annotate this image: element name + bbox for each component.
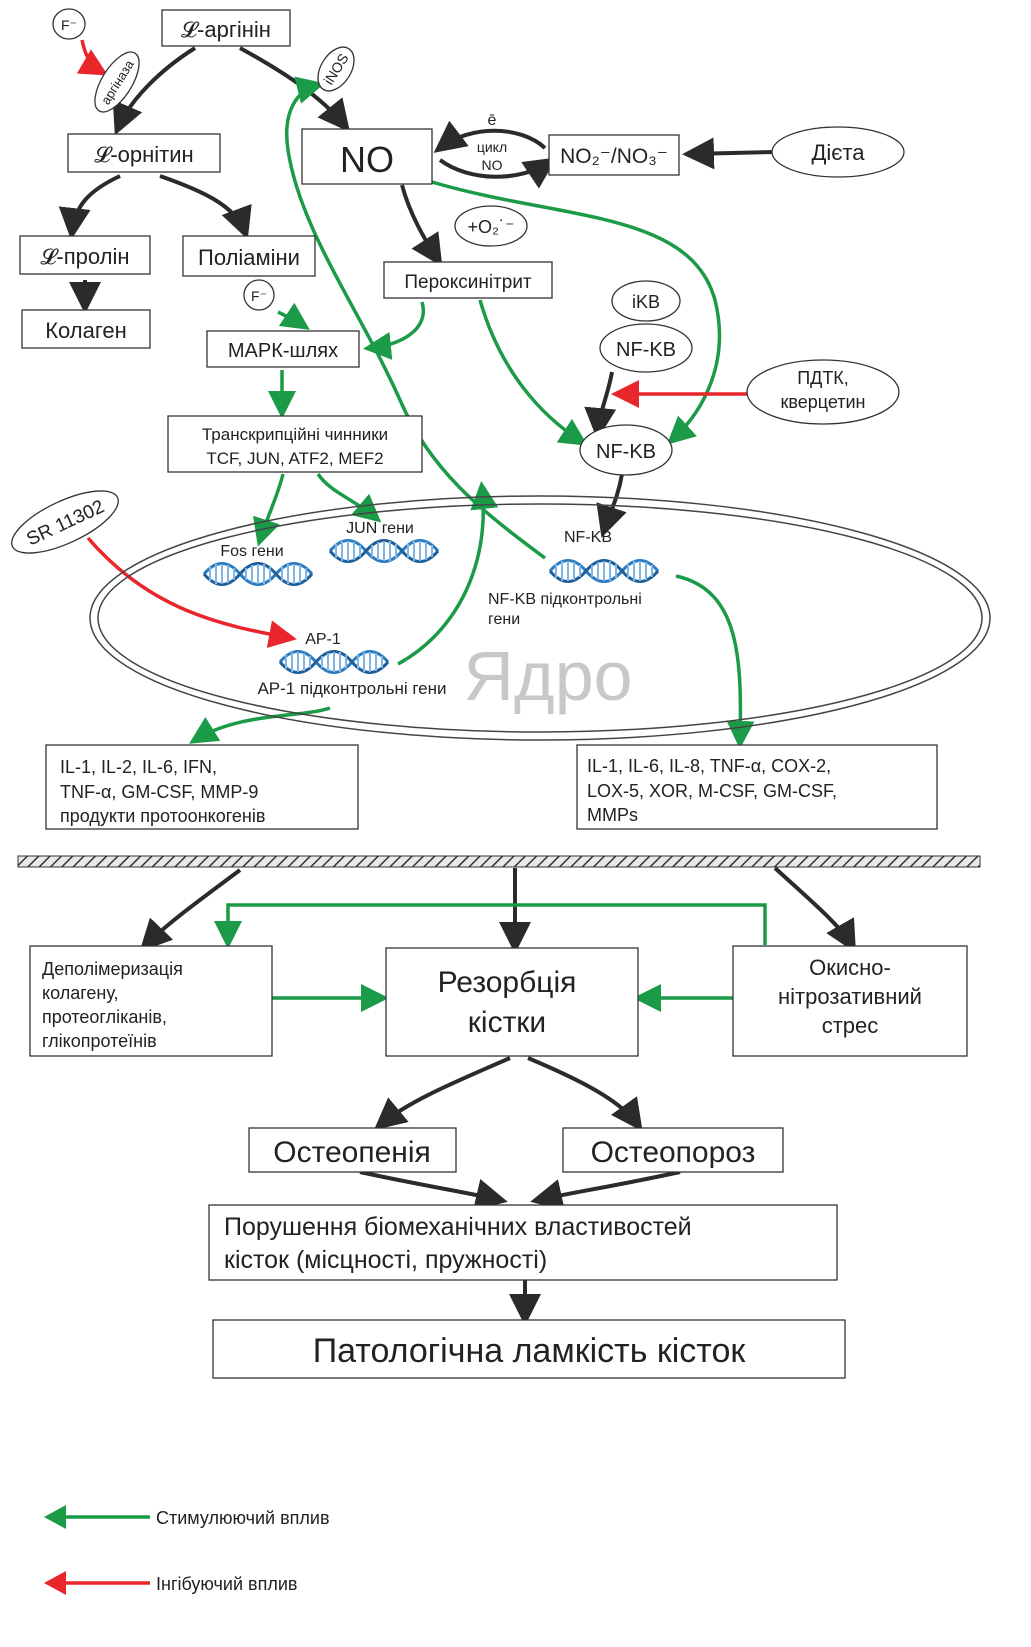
resorption-line1: Резорбція bbox=[438, 966, 577, 999]
nfkb-genes-line1: NF-KB підконтрольні bbox=[488, 591, 642, 608]
node-pdtk: ПДТК, кверцетин bbox=[746, 359, 900, 425]
legend-stimulating: Стимулюючий вплив bbox=[44, 1505, 330, 1529]
no-label: NO bbox=[340, 139, 394, 180]
depoly-line4: глікопротеїнів bbox=[42, 1031, 157, 1051]
node-osteoporosis: Остеопороз bbox=[562, 1127, 784, 1173]
node-depolymerization: Деполімеризація колагену, протеогліканів… bbox=[29, 945, 273, 1057]
node-ikb: iKB bbox=[611, 280, 681, 322]
node-cytokines-left: IL-1, IL-2, IL-6, IFN, TNF-α, GM-CSF, MM… bbox=[45, 744, 359, 830]
membrane-bar bbox=[17, 855, 981, 868]
node-mapk: МАРК-шлях bbox=[206, 330, 360, 368]
pdtk-line1: ПДТК, bbox=[797, 368, 849, 388]
ap1-genes-label: AP-1 підконтрольні гени bbox=[257, 679, 446, 698]
node-fluoride-mapk: F⁻ bbox=[243, 279, 275, 311]
ap1-dna-icon bbox=[278, 650, 390, 674]
node-transcription-factors: Транскрипційні чинники TCF, JUN, ATF2, M… bbox=[167, 415, 423, 473]
node-superoxide: +O₂˙⁻ bbox=[454, 205, 528, 247]
ornithine-label: 𝓛-орнітин bbox=[94, 142, 193, 167]
node-oxidative-stress: Окисно- нітрозативний стрес bbox=[732, 945, 968, 1057]
collagen-label: Колаген bbox=[45, 318, 127, 343]
node-no: NO bbox=[301, 128, 433, 185]
node-peroxynitrite: Пероксинітрит bbox=[383, 261, 553, 299]
no-cycle-electron: ē bbox=[488, 112, 497, 129]
node-sr11302: SR 11302 bbox=[11, 490, 119, 554]
node-fluoride-top: F⁻ bbox=[52, 8, 86, 40]
depoly-line2: колагену, bbox=[42, 983, 119, 1003]
superoxide-label: +O₂˙⁻ bbox=[468, 217, 515, 237]
polyamines-label: Поліаміни bbox=[198, 245, 300, 270]
cytokines-left-line2: TNF-α, GM-CSF, MMP-9 bbox=[60, 782, 258, 802]
fluoride-mapk-label: F⁻ bbox=[251, 288, 267, 304]
node-biomechanics: Порушення біомеханічних властивостей кіс… bbox=[208, 1204, 838, 1281]
nfkb-upper-label: NF-KB bbox=[616, 339, 676, 361]
ap1-label: AP-1 bbox=[305, 631, 341, 648]
legend-stimulating-label: Стимулюючий вплив bbox=[156, 1508, 330, 1528]
ikb-label: iKB bbox=[632, 292, 660, 312]
node-polyamines: Поліаміни bbox=[182, 235, 316, 277]
peroxynitrite-label: Пероксинітрит bbox=[404, 272, 532, 293]
no-cycle-word: цикл bbox=[477, 139, 507, 155]
node-proline: 𝓛-пролін bbox=[19, 235, 151, 275]
node-nfkb-upper: NF-KB bbox=[599, 323, 693, 373]
cytokines-right-line1: IL-1, IL-6, IL-8, TNF-α, COX-2, bbox=[587, 756, 831, 776]
cytokines-left-line3: продукти протоонкогенів bbox=[60, 806, 265, 826]
biomech-line2: кісток (місцності, пружності) bbox=[224, 1246, 547, 1274]
node-fragility: Патологічна ламкість кісток bbox=[212, 1319, 846, 1379]
fos-dna-icon bbox=[202, 562, 314, 586]
node-resorption: Резорбція кістки bbox=[385, 947, 639, 1057]
cytokines-right-line2: LOX-5, XOR, M-CSF, GM-CSF, bbox=[587, 781, 837, 801]
legend-inhibiting: Інгібуючий вплив bbox=[44, 1571, 297, 1595]
green-arrows bbox=[189, 76, 767, 1012]
no-cycle-no: NO bbox=[482, 157, 503, 173]
node-inos: iNOS bbox=[317, 46, 355, 92]
stress-line1: Окисно- bbox=[809, 955, 891, 980]
cytokines-right-line3: MMPs bbox=[587, 805, 638, 825]
tf-line2: TCF, JUN, ATF2, MEF2 bbox=[206, 449, 383, 468]
cytokines-left-line1: IL-1, IL-2, IL-6, IFN, bbox=[60, 757, 217, 777]
proline-label: 𝓛-пролін bbox=[40, 244, 129, 269]
nfkb-dna-icon bbox=[548, 559, 660, 583]
tf-line1: Транскрипційні чинники bbox=[202, 425, 388, 444]
fluoride-top-label: F⁻ bbox=[61, 17, 77, 33]
pdtk-line2: кверцетин bbox=[780, 392, 865, 412]
stress-line3: стрес bbox=[822, 1013, 879, 1038]
no-cycle-label: ē цикл NO bbox=[477, 112, 507, 173]
jun-genes-label: JUN гени bbox=[346, 520, 414, 537]
diet-label: Дієта bbox=[811, 140, 865, 165]
black-arrows bbox=[58, 46, 856, 1326]
nucleus-label: Ядро bbox=[463, 637, 632, 715]
node-diet: Дієта bbox=[771, 126, 905, 178]
node-arginase: аргіназа bbox=[94, 51, 140, 113]
node-arginine: 𝓛-аргінін bbox=[161, 9, 291, 47]
legend-inhibiting-label: Інгібуючий вплив bbox=[156, 1574, 297, 1594]
node-ornithine: 𝓛-орнітин bbox=[67, 133, 221, 173]
depoly-line1: Деполімеризація bbox=[42, 959, 183, 979]
depoly-line3: протеогліканів, bbox=[42, 1007, 167, 1027]
node-osteopenia: Остеопенія bbox=[248, 1127, 457, 1173]
fragility-label: Патологічна ламкість кісток bbox=[313, 1332, 747, 1370]
legend: Стимулюючий вплив Інгібуючий вплив bbox=[44, 1505, 330, 1595]
red-arrows bbox=[76, 39, 748, 648]
node-collagen: Колаген bbox=[21, 309, 151, 349]
arginine-label: 𝓛-аргінін bbox=[181, 17, 271, 42]
nfkb-lower-label: NF-KB bbox=[596, 441, 656, 463]
nfkb-nucleus-label: NF-KB bbox=[564, 529, 612, 546]
jun-dna-icon bbox=[328, 539, 440, 563]
node-nitrite-nitrate: NO₂⁻/NO₃⁻ bbox=[548, 134, 680, 176]
nucleus: Ядро bbox=[89, 495, 991, 741]
stress-line2: нітрозативний bbox=[778, 984, 922, 1009]
osteopenia-label: Остеопенія bbox=[273, 1136, 431, 1169]
node-cytokines-right: IL-1, IL-6, IL-8, TNF-α, COX-2, LOX-5, X… bbox=[576, 744, 938, 830]
biomech-line1: Порушення біомеханічних властивостей bbox=[224, 1213, 692, 1241]
fos-genes-label: Fos гени bbox=[220, 543, 283, 560]
nfkb-genes-line2: гени bbox=[488, 611, 520, 628]
nitrite-nitrate-label: NO₂⁻/NO₃⁻ bbox=[560, 145, 668, 168]
mapk-label: МАРК-шлях bbox=[228, 340, 338, 362]
resorption-line2: кістки bbox=[468, 1006, 546, 1039]
osteoporosis-label: Остеопороз bbox=[591, 1136, 756, 1169]
node-nfkb-lower: NF-KB bbox=[579, 424, 673, 476]
